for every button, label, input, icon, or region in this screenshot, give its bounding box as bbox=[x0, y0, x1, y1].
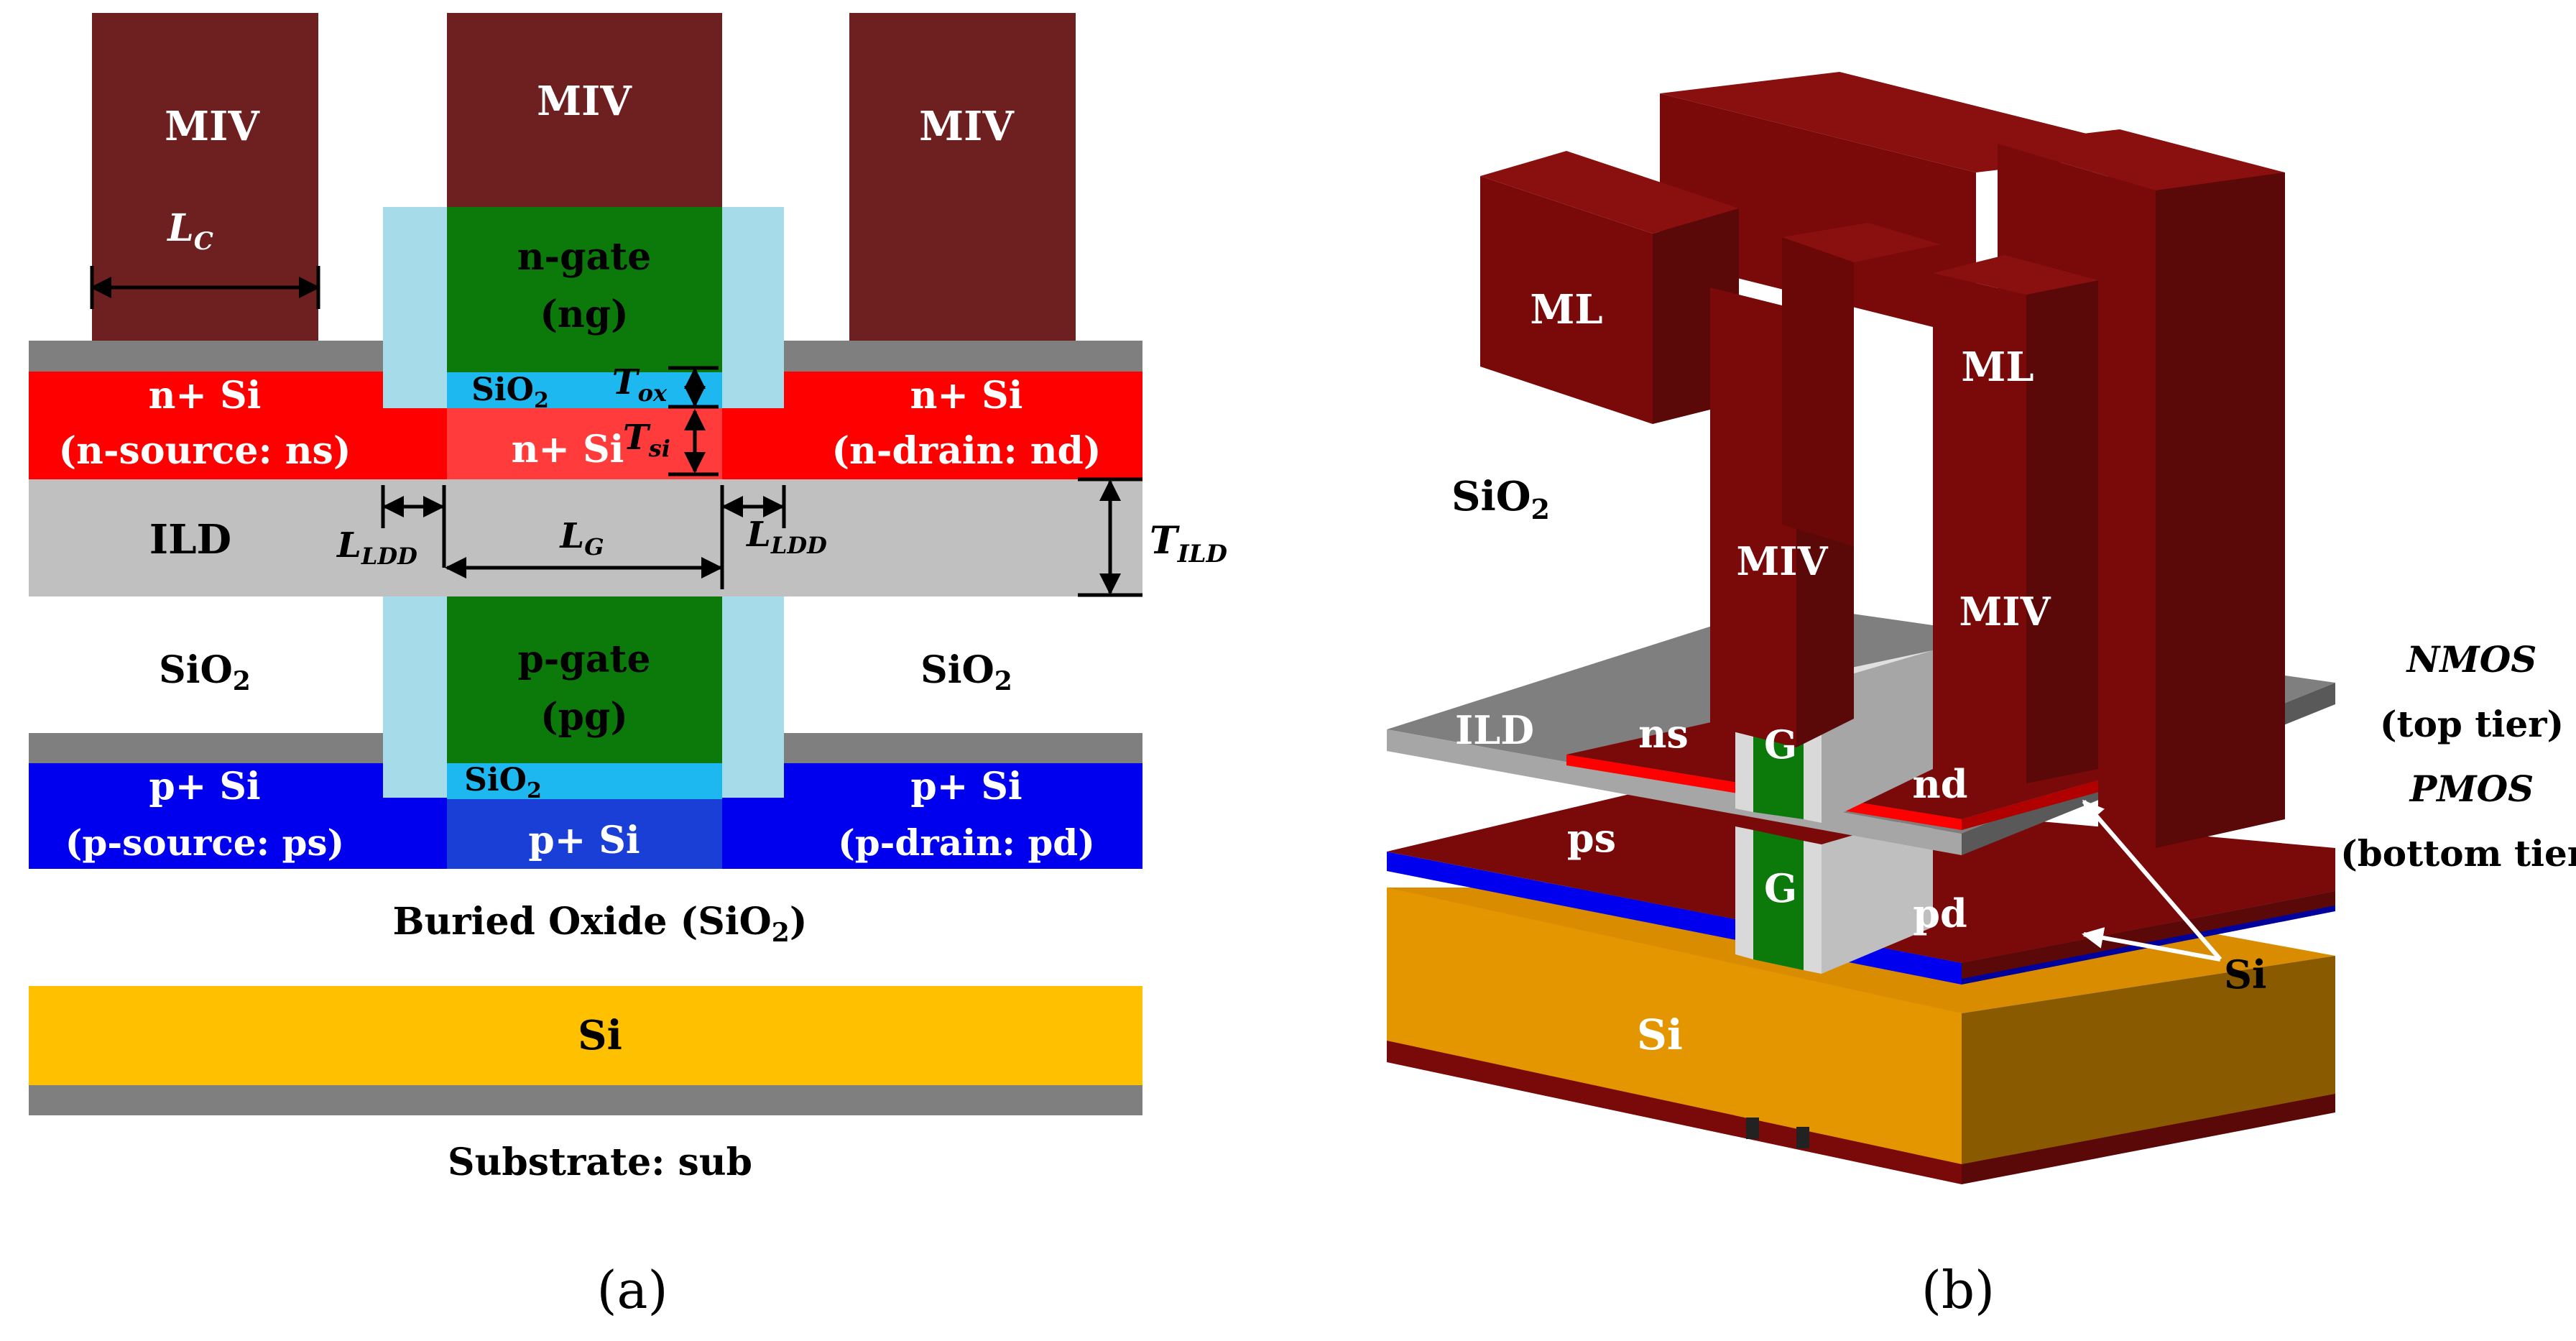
n-drain-abbrev: (n-drain: nd) bbox=[831, 429, 1101, 473]
miv-center-pillar bbox=[447, 13, 722, 207]
gate-oxide-bottom bbox=[447, 763, 722, 799]
ml-center-top bbox=[1782, 223, 1940, 262]
ml-left-top bbox=[1480, 151, 1739, 234]
buried-oxide-label: Buried Oxide (SiO2) bbox=[393, 900, 808, 948]
miv-left-label-3d: MIV bbox=[1737, 538, 1829, 584]
p-drain-label: p+ Si bbox=[910, 765, 1022, 808]
si-block-base-front bbox=[1387, 1041, 1962, 1184]
si-arrow-label: Si bbox=[2224, 951, 2267, 997]
si-substrate-label: Si bbox=[578, 1012, 622, 1059]
ml-right-label: ML bbox=[1961, 344, 2033, 391]
lldd-left-label: LLDD bbox=[336, 525, 417, 570]
si-block-notch-a bbox=[1746, 1118, 1759, 1139]
miv-center-pillar-top bbox=[1933, 255, 2098, 295]
ml-right-side bbox=[2156, 172, 2285, 388]
miv-left-pillar bbox=[92, 13, 318, 345]
pmos-slab-side bbox=[1962, 891, 2335, 979]
n-source-abbrev: (n-source: ns) bbox=[59, 429, 351, 473]
miv-right-label-3d: MIV bbox=[1959, 589, 2051, 635]
ild-label-3d: ILD bbox=[1455, 707, 1534, 753]
ml-left-label: ML bbox=[1530, 286, 1602, 333]
sio2-right-label: SiO2 bbox=[920, 648, 1012, 696]
gate-oxide-bottom-label: SiO2 bbox=[464, 762, 542, 803]
miv-center-pillar-side bbox=[2026, 280, 2098, 783]
lldd-right-label: LLDD bbox=[745, 515, 827, 559]
n-gate bbox=[447, 207, 722, 372]
tsi-label: Tsi bbox=[623, 418, 670, 462]
pmos-label: PMOS bbox=[2409, 768, 2534, 810]
tild-label: TILD bbox=[1150, 519, 1228, 568]
miv-center-label: MIV bbox=[537, 78, 632, 125]
p-gate-spacer-right bbox=[1804, 841, 1822, 974]
si-arrow-lower bbox=[2082, 927, 2221, 962]
p-gate-abbrev: (pg) bbox=[540, 695, 628, 739]
p-gate-label: p-gate bbox=[517, 637, 650, 681]
p-gate-spacer-left bbox=[1735, 826, 1753, 959]
n-gate-abbrev: (ng) bbox=[540, 292, 628, 336]
miv-right-pillar bbox=[849, 13, 1076, 345]
miv-left-pillar-3d bbox=[1710, 287, 1796, 747]
panel-b: ML ML SiO2 MIV MIV ILD ns G nd ps G pd N… bbox=[1387, 72, 2576, 1320]
p-channel-label: p+ Si bbox=[528, 819, 640, 862]
si-block-notch-b bbox=[1796, 1127, 1809, 1148]
p-drain-abbrev: (p-drain: pd) bbox=[838, 821, 1095, 864]
substrate-base bbox=[29, 1085, 1142, 1115]
si-block-front bbox=[1387, 888, 1962, 1171]
bottom-tier-label: (bottom tier) bbox=[2340, 832, 2576, 875]
lc-label: LC bbox=[166, 206, 213, 256]
ild-label: ILD bbox=[149, 516, 231, 563]
n-drain-label: n+ Si bbox=[910, 374, 1023, 418]
sio2-label: SiO2 bbox=[1451, 473, 1550, 525]
gate-oxide-top bbox=[447, 372, 722, 408]
gate-oxide-top-label: SiO2 bbox=[471, 372, 549, 413]
panel-a: MIV MIV MIV LC n-gate (ng) n+ Si (n-sour… bbox=[29, 13, 1228, 1320]
ml-center-front bbox=[1782, 237, 1854, 546]
si-arrow-upper bbox=[2082, 799, 2222, 961]
tox-label: Tox bbox=[612, 362, 668, 407]
p-source-abbrev: (p-source: ps) bbox=[65, 821, 344, 864]
si-block-label: Si bbox=[1637, 1010, 1683, 1059]
ild-plate-front bbox=[1387, 729, 1962, 855]
p-source-label: p+ Si bbox=[149, 765, 260, 808]
top-tier-label: (top tier) bbox=[2380, 703, 2564, 745]
ps-label: ps bbox=[1567, 815, 1616, 861]
n-channel bbox=[447, 408, 722, 479]
n-channel-label: n+ Si bbox=[512, 428, 624, 471]
nd-label: nd bbox=[1912, 761, 1967, 807]
lg-label: LG bbox=[558, 516, 604, 561]
n-source-label: n+ Si bbox=[149, 374, 262, 418]
ns-label: ns bbox=[1638, 711, 1689, 757]
ml-right-top bbox=[1998, 129, 2285, 190]
caption-b: (b) bbox=[1921, 1260, 1995, 1320]
p-gate-block bbox=[1753, 830, 1804, 970]
si-substrate bbox=[29, 986, 1142, 1085]
p-channel bbox=[447, 799, 722, 869]
ml-left-front bbox=[1480, 176, 1653, 424]
sio2-left-label: SiO2 bbox=[159, 648, 251, 696]
n-gate-label: n-gate bbox=[517, 235, 652, 279]
substrate-label: Substrate: sub bbox=[448, 1140, 752, 1184]
pd-label: pd bbox=[1913, 890, 1967, 936]
miv-left-label: MIV bbox=[165, 103, 260, 150]
g-top-label: G bbox=[1764, 722, 1797, 768]
caption-a: (a) bbox=[596, 1260, 668, 1320]
nmos-label: NMOS bbox=[2406, 638, 2537, 681]
miv-right-label: MIV bbox=[919, 103, 1015, 150]
p-gate-top-spacer bbox=[1822, 812, 1933, 974]
p-gate bbox=[447, 596, 722, 763]
g-bottom-label: G bbox=[1764, 865, 1797, 911]
si-block-base-side bbox=[1962, 1094, 2335, 1184]
miv-center-pillar-front bbox=[1933, 273, 2026, 783]
